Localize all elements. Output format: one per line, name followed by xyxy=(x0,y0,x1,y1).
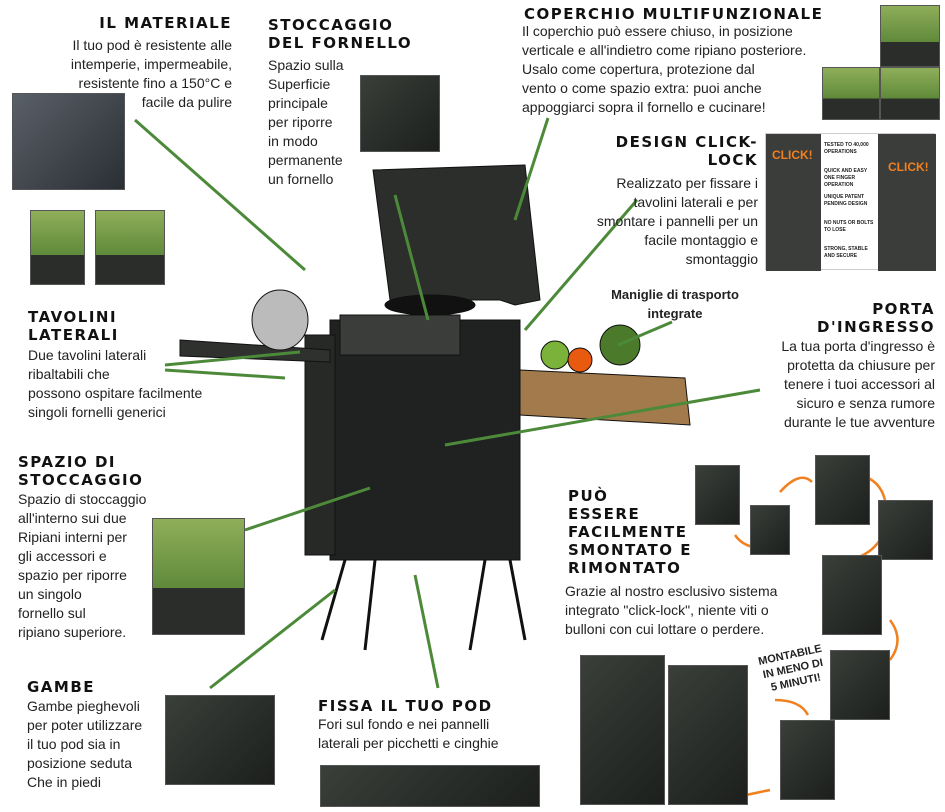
lid-photo-2 xyxy=(822,67,880,120)
side-table-photo-2 xyxy=(95,210,165,285)
legs xyxy=(320,559,527,651)
callout-arrows xyxy=(134,117,761,690)
lid xyxy=(372,164,541,306)
lid-photo-3 xyxy=(880,67,940,120)
stoccaggio-fornello-title: Stoccaggio del fornello xyxy=(268,16,413,52)
assembly-step xyxy=(822,555,882,635)
tavolini-title: Tavolini laterali xyxy=(28,308,119,344)
feature: TESTED TO 40,000 OPERATIONS xyxy=(824,142,869,155)
click-lock-photo: CLICK! CLICK! TESTED TO 40,000 OPERATION… xyxy=(765,133,936,271)
gambe-text: Gambe pieghevoli per poter utilizzare il… xyxy=(27,698,143,790)
assembly-step xyxy=(830,650,890,720)
coperchio-title: Coperchio multifunzionale xyxy=(524,5,824,23)
spazio-text: Spazio di stoccaggio all'interno sui due… xyxy=(18,491,147,640)
click-lock-text: Realizzato per fissare i tavolini latera… xyxy=(596,175,758,267)
assembled-pod-photo xyxy=(580,655,665,805)
material-photo xyxy=(12,93,125,190)
pod-bottom-photo xyxy=(320,765,540,807)
smontato-text: Grazie al nostro esclusivo sistema integ… xyxy=(565,583,778,637)
coperchio-text: Il coperchio può essere chiuso, in posiz… xyxy=(522,23,807,115)
stove-storage-photo xyxy=(360,75,440,152)
assembled-pod-photo xyxy=(668,665,748,805)
pod-cabinet xyxy=(329,319,521,561)
pan xyxy=(384,294,476,316)
feature: NO NUTS OR BOLTS TO LOSE xyxy=(824,220,874,233)
assembly-step xyxy=(750,505,790,555)
assembly-step xyxy=(695,465,740,525)
materiale-title: Il materiale xyxy=(99,14,232,32)
porta-text: La tua porta d'ingresso è protetta da ch… xyxy=(781,338,935,430)
materiale-text: Il tuo pod è resistente alle intemperie,… xyxy=(70,37,232,110)
lid-photo-1 xyxy=(880,5,940,67)
feature: STRONG, STABLE AND SECURE xyxy=(824,246,868,259)
smontato-title: Può essere facilmente smontato e rimonta… xyxy=(568,487,692,577)
stoccaggio-fornello-text: Spazio sulla Superficie principale per r… xyxy=(268,57,344,187)
tavolini-text: Due tavolini laterali ribaltabili che po… xyxy=(28,347,203,420)
fissa-title: Fissa il tuo pod xyxy=(318,697,493,715)
side-table-photo-1 xyxy=(30,210,85,285)
right-table xyxy=(519,369,691,426)
kettle xyxy=(251,289,309,351)
feature: UNIQUE PATENT PENDING DESIGN xyxy=(824,194,868,207)
click-label: CLICK! xyxy=(888,160,929,174)
click-lock-title: Design click- lock xyxy=(615,133,758,169)
fissa-text: Fori sul fondo e nei pannelli laterali p… xyxy=(318,716,499,751)
legs-photo xyxy=(165,695,275,785)
storage-photo xyxy=(152,518,245,635)
assembly-step xyxy=(815,455,870,525)
assembly-step xyxy=(878,500,933,560)
gambe-title: Gambe xyxy=(27,678,96,696)
stove xyxy=(339,314,461,356)
maniglie-text: Maniglie di trasporto integrate xyxy=(611,287,739,321)
porta-title: Porta d'ingresso xyxy=(817,300,935,336)
spazio-title: Spazio di stoccaggio xyxy=(18,453,144,489)
feature: QUICK AND EASY ONE FINGER OPERATION xyxy=(824,168,868,188)
assembly-step xyxy=(780,720,835,800)
click-label: CLICK! xyxy=(772,148,813,162)
